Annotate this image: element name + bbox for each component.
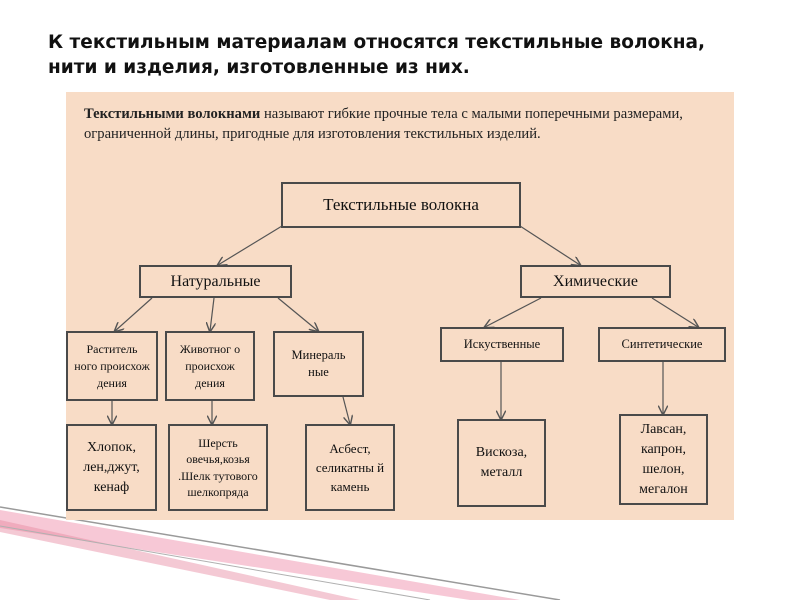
node-artificial-examples-label: Вискоза, металл (475, 445, 528, 480)
node-plant-examples: Хлопок, лен,джут, кенаф (66, 424, 157, 511)
arrow-chemical-synthetic (651, 297, 698, 327)
node-synthetic: Синтетические (598, 327, 726, 362)
node-root-label: Текстильные волокна (323, 195, 479, 214)
intro-paragraph: Текстильными волокнами называют гибкие п… (84, 104, 714, 144)
node-artificial-label: Искуственные (463, 337, 541, 351)
arrow-natural-mineral (277, 297, 318, 331)
arrow-chemical-artificial (485, 297, 542, 327)
node-mineral-examples: Асбест, селикатны й камень (305, 424, 395, 511)
node-mineral-label: Минераль ные (291, 348, 346, 379)
intro-definition: называют гибкие прочные тела с малыми по… (84, 106, 683, 142)
arrow-natural-plant (115, 297, 153, 331)
slide-heading: К текстильным материалам относятся текст… (48, 32, 706, 78)
node-plant-origin-label: Раститель ного происхож дения (74, 341, 150, 390)
arrow-root-chemical (519, 225, 580, 265)
arrow-natural-animal (210, 297, 214, 331)
node-mineral: Минераль ные (273, 331, 364, 397)
node-root: Текстильные волокна (281, 182, 521, 228)
node-plant-examples-label: Хлопок, лен,джут, кенаф (83, 439, 140, 495)
node-animal-examples-label: Шерсть овечья,козья .Шелк тутового шелко… (178, 435, 258, 500)
node-synthetic-examples-label: Лавсан, капрон, шелон, мегалон (639, 421, 688, 497)
arrow-mineral-examples (342, 396, 350, 424)
node-natural: Натуральные (139, 265, 292, 298)
node-animal-origin: Животног о происхож дения (165, 331, 255, 401)
node-animal-origin-label: Животног о происхож дения (179, 341, 241, 390)
node-artificial: Искуственные (440, 327, 564, 362)
node-plant-origin: Раститель ного происхож дения (66, 331, 158, 401)
node-mineral-examples-label: Асбест, селикатны й камень (315, 441, 385, 494)
node-synthetic-label: Синтетические (621, 337, 703, 351)
node-artificial-examples: Вискоза, металл (457, 419, 546, 507)
arrow-root-natural (218, 225, 283, 265)
node-chemical-label: Химические (553, 272, 638, 290)
node-natural-label: Натуральные (170, 272, 261, 290)
intro-term: Текстильными волокнами (84, 106, 261, 122)
node-chemical: Химические (520, 265, 671, 298)
diagram-panel (66, 92, 734, 520)
node-animal-examples: Шерсть овечья,козья .Шелк тутового шелко… (168, 424, 268, 511)
node-synthetic-examples: Лавсан, капрон, шелон, мегалон (619, 414, 708, 505)
